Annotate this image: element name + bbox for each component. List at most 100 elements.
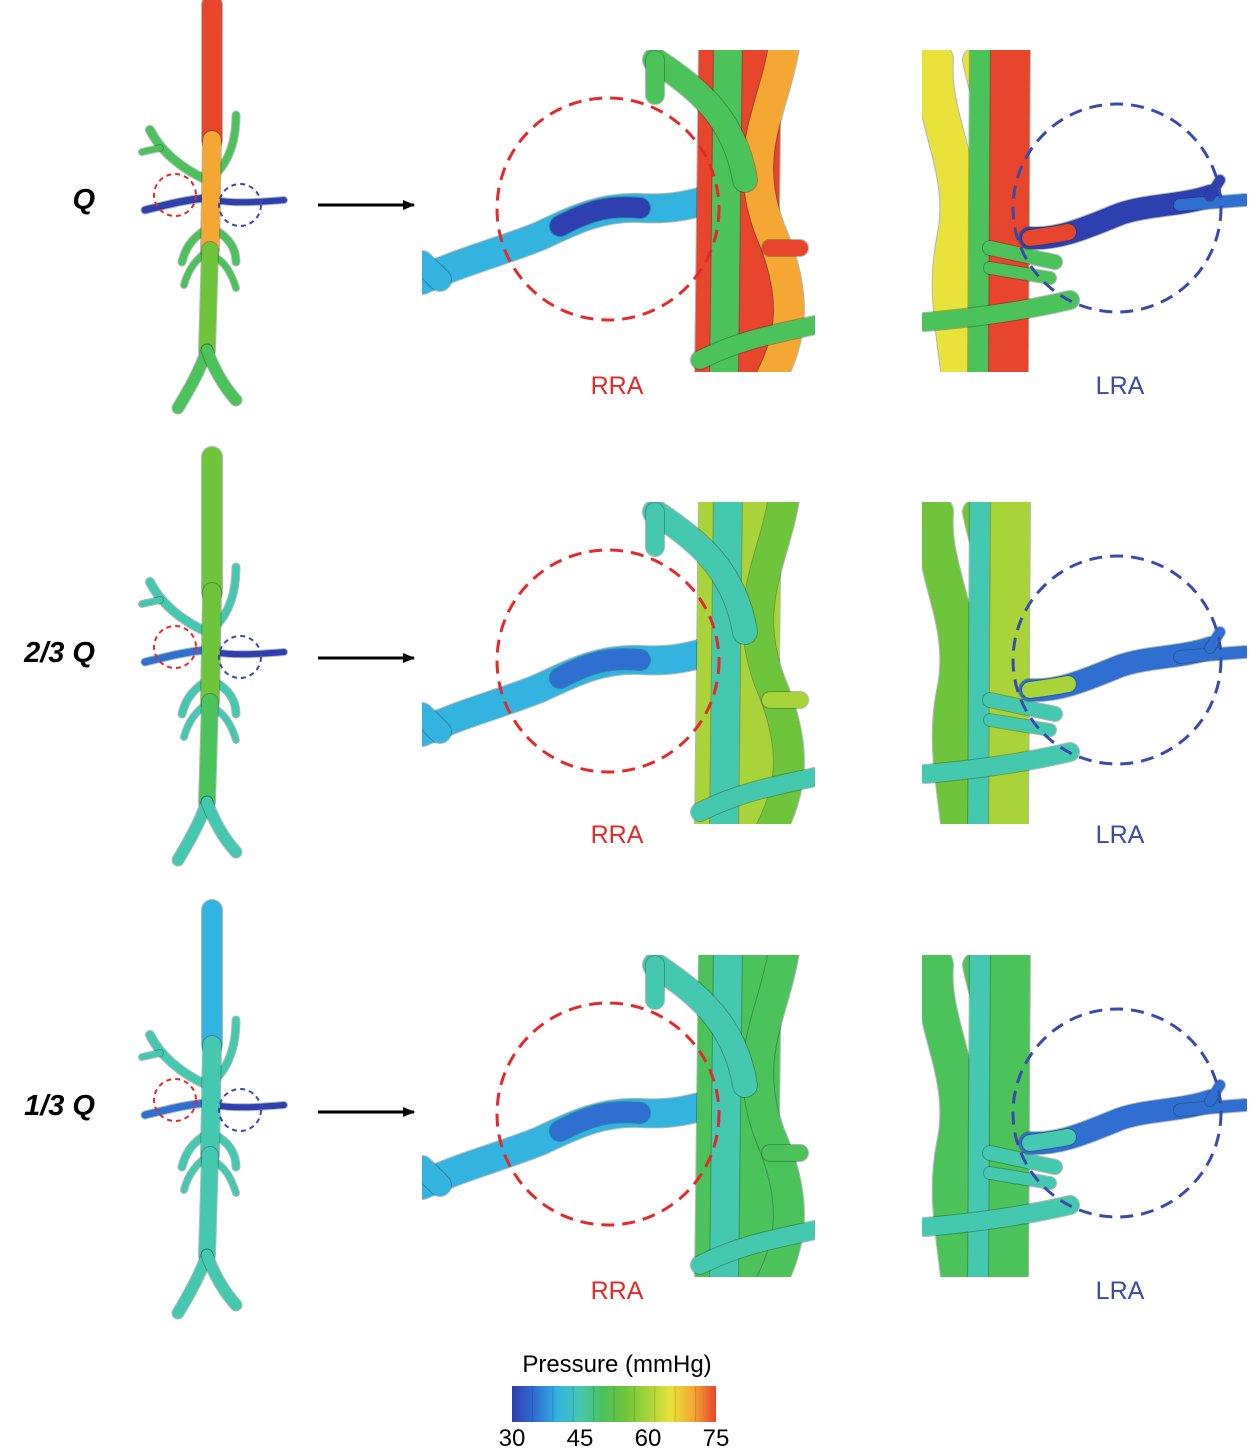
- overview-iliac-left: [201, 1249, 242, 1311]
- rra-lower-branch: [691, 316, 815, 369]
- rra-aorta-band: [710, 955, 742, 1277]
- colorbar-ticks: 30 45 60 75: [499, 1386, 730, 1451]
- overview-left-renal-artery: [211, 197, 287, 206]
- lra-side-vessel: [922, 502, 978, 824]
- rra-label-two-thirds-q: RRA: [591, 821, 644, 849]
- rra-lower-branch: [691, 1221, 815, 1274]
- rra-upper-branch: [643, 502, 757, 644]
- rra-renal-branch: [422, 1156, 451, 1196]
- rra-renal-artery-segment: [550, 197, 650, 236]
- rra-renal-branch: [422, 703, 451, 743]
- row-label-one-third-q: 1/3 Q: [24, 1090, 95, 1122]
- lra-small-branch: [984, 1167, 1056, 1189]
- rra-label-one-third-q: RRA: [591, 1277, 644, 1305]
- lra-zoom-two-thirds-q: [922, 502, 1247, 824]
- rra-zoom-contents: [422, 502, 815, 824]
- overview-rra-circle: [153, 1078, 197, 1122]
- overview-iliac-left: [201, 344, 242, 406]
- colorbar-tick-label: 75: [703, 1425, 730, 1451]
- overview-rra-circle: [153, 173, 197, 217]
- lra-lower-branch: [922, 1196, 1079, 1236]
- colorbar-bar: [512, 1386, 716, 1422]
- colorbar-tick-label: 45: [567, 1425, 594, 1451]
- rra-dashed-circle: [495, 548, 721, 774]
- lra-aorta: [972, 955, 1030, 1277]
- colorbar-tick-label: 30: [499, 1425, 526, 1451]
- rra-renal-branch: [422, 251, 451, 291]
- rra-zoom-two-thirds-q: [422, 502, 815, 824]
- rra-renal-artery-segment: [550, 649, 650, 688]
- lra-aorta-band: [968, 50, 990, 372]
- row-label-two-thirds-q: 2/3 Q: [23, 637, 95, 669]
- lra-label-two-thirds-q: LRA: [1096, 821, 1145, 849]
- colorbar-tick-label: 60: [635, 1425, 662, 1451]
- rra-dashed-circle: [495, 1001, 721, 1227]
- overview-branch: [146, 126, 211, 184]
- lra-renal-tip: [1174, 646, 1247, 663]
- overview-aorta-mid: [201, 583, 221, 711]
- lra-side-vessel: [922, 955, 978, 1277]
- lra-side-vessel: [922, 50, 978, 372]
- rra-upper-branch: [643, 955, 757, 1097]
- lra-zoom-contents: [922, 50, 1247, 372]
- rra-zoom-contents: [422, 955, 815, 1277]
- rra-zoom-one-third-q: [422, 955, 815, 1277]
- lra-small-branch: [984, 262, 1056, 284]
- overview-right-renal-artery: [141, 1099, 209, 1119]
- overview-aorta-mid: [201, 1036, 221, 1164]
- overview-branch: [139, 145, 163, 155]
- lra-zoom-one-third-q: [922, 955, 1247, 1277]
- lra-renal-ostium: [1022, 676, 1076, 698]
- lra-zoom-contents: [922, 955, 1247, 1277]
- overview-rra-circle: [153, 625, 197, 669]
- lra-renal-stub: [1205, 627, 1225, 653]
- lra-aorta-band: [968, 502, 990, 824]
- lra-small-branch: [983, 241, 1062, 269]
- row-q: Q RRA LRA: [72, 0, 1247, 415]
- row-one-third-q: 1/3 Q RRA LRA: [24, 899, 1247, 1320]
- lra-small-branch: [983, 693, 1062, 721]
- rra-zoom-contents: [422, 50, 815, 372]
- lra-label-q: LRA: [1096, 372, 1145, 400]
- overview-aorta-lower: [199, 694, 218, 810]
- row-two-thirds-q: 2/3 Q RRA LRA: [23, 446, 1247, 867]
- lra-small-branch: [984, 714, 1056, 736]
- lra-zoom-contents: [922, 502, 1247, 824]
- aorta-overview-two-thirds-q: [138, 446, 288, 867]
- lra-renal-tip: [1174, 194, 1247, 211]
- overview-iliac-left: [201, 796, 242, 858]
- overview-lra-circle: [218, 1088, 262, 1132]
- overview-iliac-right: [172, 796, 213, 866]
- lra-zoom-q: [922, 50, 1247, 372]
- lra-renal-stub: [1205, 1080, 1225, 1106]
- overview-left-renal-artery: [211, 649, 287, 658]
- overview-branch: [139, 1050, 163, 1060]
- aorta-overview-one-third-q: [138, 899, 288, 1320]
- lra-renal-stub: [1205, 175, 1225, 201]
- lra-renal-ostium: [1022, 224, 1076, 246]
- row-label-q: Q: [72, 184, 95, 216]
- overview-lra-circle: [218, 635, 262, 679]
- overview-lra-circle: [218, 183, 262, 227]
- rra-upper-branch: [643, 50, 757, 192]
- overview-right-renal-artery: [141, 646, 209, 666]
- lra-lower-branch: [922, 291, 1079, 331]
- lra-small-branch: [983, 1146, 1062, 1174]
- overview-iliac-right: [172, 344, 213, 414]
- lra-lower-branch: [922, 743, 1079, 783]
- lra-aorta: [972, 50, 1030, 372]
- overview-aorta-lower: [199, 1147, 218, 1263]
- overview-right-renal-artery: [141, 194, 209, 214]
- overview-iliac-right: [172, 1249, 213, 1319]
- lra-renal-ostium: [1022, 1129, 1076, 1151]
- overview-branch: [146, 1031, 211, 1089]
- overview-aorta-lower: [199, 242, 218, 358]
- rra-aorta-band: [710, 50, 742, 372]
- overview-branch: [139, 597, 163, 607]
- rra-aorta-band: [710, 502, 742, 824]
- lra-dashed-circle: [1011, 1007, 1223, 1219]
- lra-dashed-circle: [1011, 554, 1223, 766]
- lra-dashed-circle: [1011, 102, 1223, 314]
